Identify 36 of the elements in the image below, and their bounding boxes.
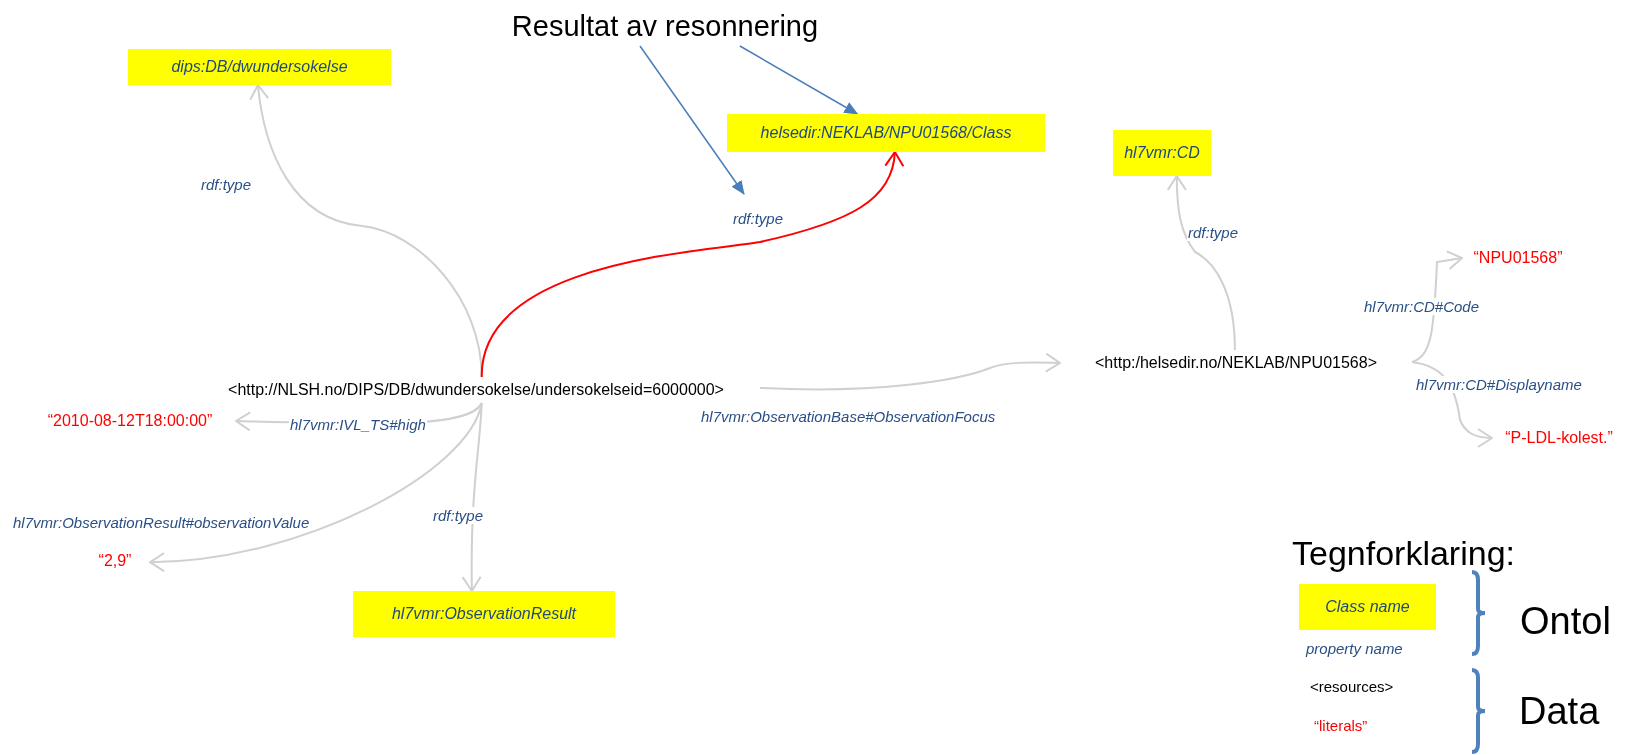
resource-text: <http:/helsedir.no/NEKLAB/NPU01568>	[1095, 354, 1377, 372]
pointer-arrow	[639, 45, 745, 195]
edge-label: hl7vmr:ObservationResult#observationValue	[12, 514, 311, 531]
arrow	[1166, 175, 1236, 351]
class-label: hl7vmr:ObservationResult	[353, 591, 615, 637]
arrow	[480, 151, 904, 378]
legend-text: “literals”	[1314, 717, 1368, 734]
literal-text: “2010-08-12T18:00:00”	[47, 412, 213, 430]
arrow	[1411, 250, 1463, 363]
edge-label: rdf:type	[1187, 224, 1240, 241]
resource-text: <http://NLSH.no/DIPS/DB/dwundersokelse/undersokelseid=6000000>	[228, 381, 724, 399]
edge-label: rdf:type	[432, 507, 485, 524]
literal-text: “NPU01568”	[1473, 249, 1563, 267]
arrow	[759, 352, 1061, 391]
heading: Resultat av resonnering	[511, 9, 819, 43]
literal-text: “P-LDL-kolest.”	[1505, 429, 1613, 447]
class-label: helsedir:NEKLAB/NPU01568/Class	[727, 114, 1045, 152]
group-label: Ontol	[1520, 600, 1611, 643]
arrow	[1411, 361, 1493, 448]
edge-label: hl7vmr:CD#Code	[1363, 298, 1481, 315]
legend-heading: Tegnforklaring:	[1292, 534, 1515, 573]
arrow	[461, 402, 483, 592]
literal-text: “2,9”	[98, 552, 132, 570]
edge-label: rdf:type	[200, 176, 253, 193]
class-label: Class name	[1299, 584, 1436, 630]
class-label: hl7vmr:CD	[1113, 130, 1211, 176]
arrow	[739, 45, 859, 115]
class-label: dips:DB/dwundersokelse	[128, 49, 391, 85]
group-label: Data	[1519, 690, 1600, 733]
edge-label: hl7vmr:IVL_TS#high	[289, 416, 427, 433]
legend-text: property name	[1306, 640, 1403, 657]
edge-label: hl7vmr:CD#Displayname	[1415, 376, 1583, 393]
edge-label: rdf:type	[732, 210, 785, 227]
arrow	[149, 402, 483, 572]
legend-text: <resources>	[1310, 678, 1394, 695]
edge-label: hl7vmr:ObservationBase#ObservationFocus	[700, 408, 997, 425]
